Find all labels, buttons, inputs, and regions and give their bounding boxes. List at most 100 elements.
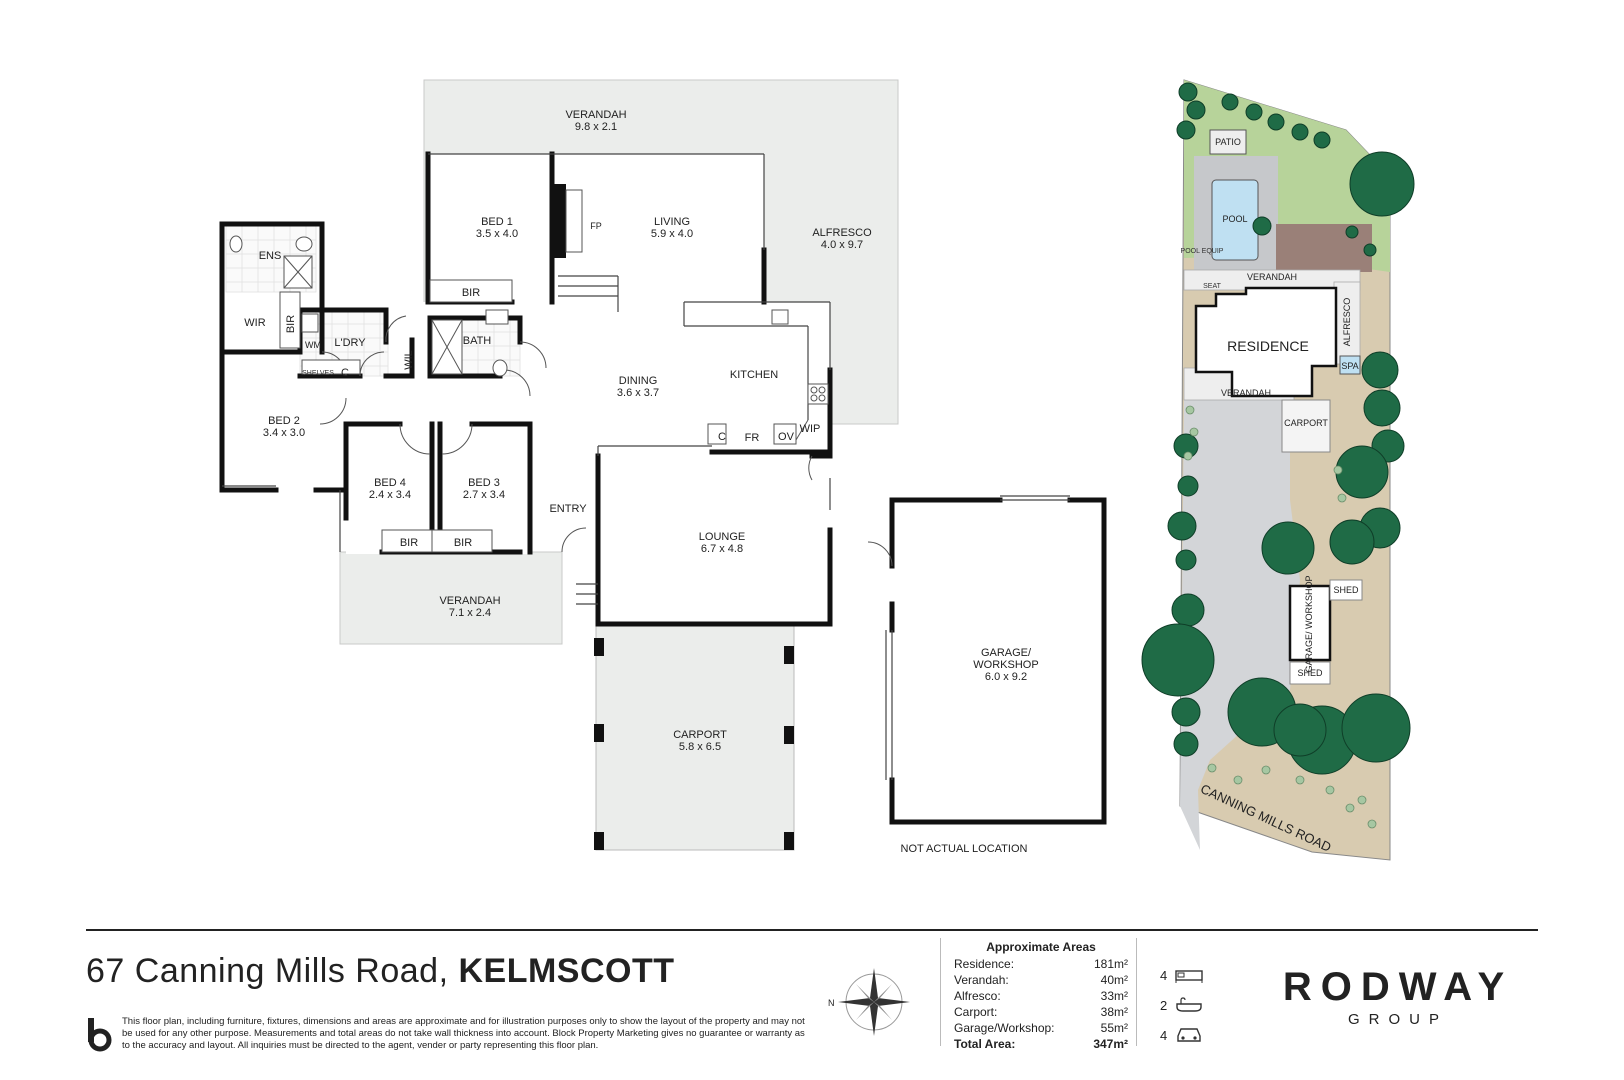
site-shed-1 — [1329, 579, 1363, 601]
kitchen-label: KITCHEN — [730, 369, 778, 381]
site-carport-label: CARPORT — [1284, 418, 1328, 428]
areas-title: Approximate Areas — [986, 940, 1096, 954]
bed3-label: BED 3 — [468, 477, 500, 489]
site-carport — [1281, 399, 1331, 453]
bir-bed3-label: BIR — [454, 537, 472, 549]
bir-bed1-label: BIR — [462, 287, 480, 299]
bedroom-count: 4 — [1160, 964, 1230, 986]
bed1-label: BED 1 — [481, 216, 513, 228]
bed4-dims: 2.4 x 3.4 — [369, 489, 411, 501]
site-garage — [1288, 584, 1332, 662]
verandah-top-label: VERANDAH — [565, 109, 626, 121]
fireplace — [554, 184, 566, 258]
area-row: Verandah:40m² — [954, 973, 1128, 987]
site-pool-label: POOL — [1222, 214, 1247, 224]
bed2-label: BED 2 — [268, 415, 300, 427]
car-icon — [1177, 1028, 1201, 1042]
bed2-dims: 3.4 x 3.0 — [263, 427, 305, 439]
footer-rule — [86, 929, 1538, 931]
garage-label-1: GARAGE/ — [981, 647, 1032, 659]
disclaimer-text: This floor plan, including furniture, fi… — [122, 1016, 805, 1051]
area-row: Carport:38m² — [954, 1005, 1128, 1019]
site-shed-1-label: SHED — [1333, 585, 1359, 595]
site-verandah-front-label: VERANDAH — [1221, 388, 1271, 398]
rodway-group-logo: RODWAY GROUP — [1278, 967, 1518, 1028]
separator-2 — [1136, 938, 1137, 1046]
verandah-top-dims: 9.8 x 2.1 — [575, 121, 617, 133]
bed-icon — [1175, 970, 1203, 983]
block-logo-icon — [88, 1018, 112, 1052]
site-alfresco-label: ALFRESCO — [1342, 298, 1352, 347]
site-seat-label: SEAT — [1203, 283, 1221, 290]
ens-label: ENS — [259, 250, 282, 262]
oven-label: OV — [778, 431, 795, 443]
carport-posts — [594, 638, 794, 850]
site-pool-equip-label: POOL EQUIP — [1181, 248, 1224, 255]
separator-1 — [940, 938, 941, 1046]
total-area-row: Total Area:347m² — [954, 1037, 1128, 1051]
dining-label: DINING — [619, 375, 658, 387]
front-verandah-area — [339, 551, 563, 645]
site-spa-label: SPA — [1341, 361, 1358, 371]
approximate-areas: Approximate Areas Residence:181m² Verand… — [954, 940, 1128, 1052]
lounge-label: LOUNGE — [699, 531, 745, 543]
bath-label: BATH — [463, 335, 492, 347]
area-row: Garage/Workshop:55m² — [954, 1021, 1128, 1035]
laundry-label: L'DRY — [334, 337, 366, 349]
area-row: Alfresco:33m² — [954, 989, 1128, 1003]
trees — [1141, 82, 1415, 775]
address-suburb: KELMSCOTT — [458, 952, 675, 990]
wip-label: WIP — [800, 423, 821, 435]
shrubs — [1183, 405, 1377, 829]
bed4-label: BED 4 — [374, 477, 406, 489]
site-shed-2 — [1289, 661, 1331, 685]
entry-label: ENTRY — [549, 503, 587, 515]
cupboard-label: C — [341, 367, 349, 379]
wil-label: WIL — [403, 350, 415, 370]
patio — [1209, 129, 1247, 155]
bath-icon — [1176, 997, 1202, 1012]
residence-footprint — [1194, 286, 1338, 398]
site-garage-label: GARAGE/ WORKSHOP — [1304, 575, 1314, 672]
wir-label: WIR — [244, 317, 265, 329]
fridge-label: FR — [745, 432, 760, 444]
bir-bed4-label: BIR — [400, 537, 418, 549]
living-dims: 5.9 x 4.0 — [651, 228, 693, 240]
floor-plan: VERANDAH 9.8 x 2.1 BED 1 3.5 x 4.0 LIVIN… — [219, 79, 1107, 855]
garage-dims: 6.0 x 9.2 — [985, 671, 1027, 683]
dining-dims: 3.6 x 3.7 — [617, 387, 659, 399]
wm-label: WM — [305, 340, 321, 350]
compass-icon: N — [828, 968, 910, 1036]
compass-n-label: N — [828, 998, 835, 1008]
site-alfresco — [1333, 281, 1361, 365]
bed1-dims: 3.5 x 4.0 — [476, 228, 518, 240]
site-spa — [1339, 355, 1361, 375]
property-address: 67 Canning Mills Road, KELMSCOTT — [86, 952, 675, 991]
bir-side-label: BIR — [285, 315, 297, 333]
site-plan: PATIO POOL POOL EQUIP SEAT VERANDAH ALFR… — [1141, 79, 1415, 861]
living-label: LIVING — [654, 216, 690, 228]
lounge-dims: 6.7 x 4.8 — [701, 543, 743, 555]
garage-label-2: WORKSHOP — [973, 659, 1038, 671]
verandah-front-dims: 7.1 x 2.4 — [449, 607, 491, 619]
fixtures — [229, 235, 829, 445]
alfresco-label: ALFRESCO — [812, 227, 872, 239]
site-shed-2-label: SHED — [1297, 668, 1323, 678]
carport-dims: 5.8 x 6.5 — [679, 741, 721, 753]
thin-walls — [222, 153, 1070, 780]
bed3-dims: 2.7 x 3.4 — [463, 489, 505, 501]
address-street: 67 Canning Mills Road, — [86, 952, 449, 990]
brand-sub: GROUP — [1347, 1011, 1448, 1028]
verandah-front-label: VERANDAH — [439, 595, 500, 607]
driveway — [1180, 400, 1300, 850]
alfresco-dims: 4.0 x 9.7 — [821, 239, 863, 251]
site-residence-label: RESIDENCE — [1227, 338, 1309, 354]
area-row: Residence:181m² — [954, 957, 1128, 971]
carport-label: CARPORT — [673, 729, 727, 741]
bathroom-count: 2 — [1160, 994, 1230, 1016]
shelves-label: SHELVES — [302, 370, 334, 377]
site-patio-label: PATIO — [1215, 137, 1241, 147]
parking-count: 4 — [1160, 1024, 1230, 1046]
site-verandah-label: VERANDAH — [1247, 272, 1297, 282]
